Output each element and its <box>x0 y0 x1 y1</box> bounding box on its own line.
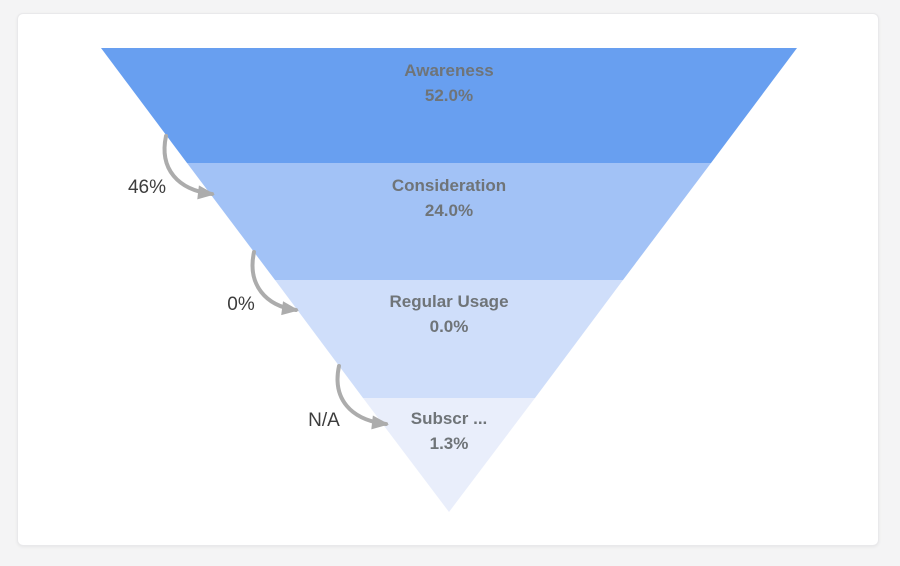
funnel-segment-consideration[interactable] <box>187 163 711 280</box>
funnel-segment-awareness[interactable] <box>101 48 797 163</box>
conversion-arrow-3 <box>335 364 389 430</box>
conversion-arrow-2 <box>250 250 299 316</box>
funnel-segment-subscription[interactable] <box>363 398 535 512</box>
conversion-arrow-1 <box>162 134 215 200</box>
funnel-segment-regular-usage[interactable] <box>275 280 623 398</box>
